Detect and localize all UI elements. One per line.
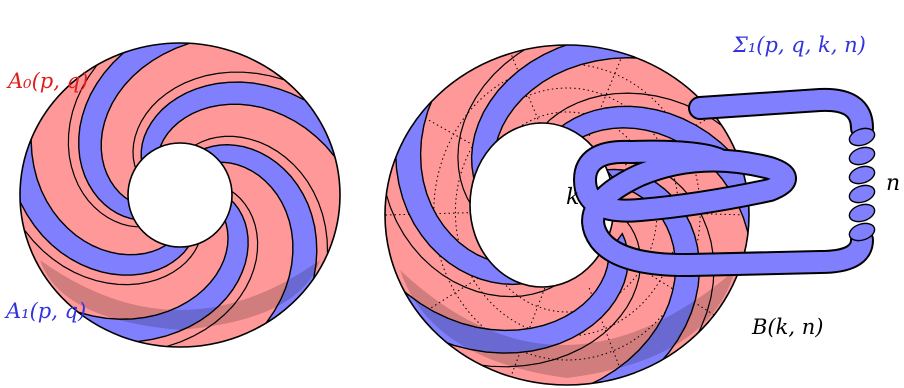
label-n: n: [886, 171, 900, 196]
label-a1: A₁(p, q): [4, 299, 86, 323]
label-k: k: [566, 185, 579, 210]
band-b-twist-2: [847, 163, 877, 186]
band-b-twist-1: [847, 144, 877, 167]
band-b-twist-4: [847, 201, 877, 224]
band-b-twist-3: [847, 182, 877, 205]
label-sigma: Σ₁(p, q, k, n): [732, 33, 866, 57]
label-b: B(k, n): [751, 315, 823, 339]
label-a0: A₀(p, q): [6, 69, 88, 93]
band-b-twists: [847, 125, 877, 243]
